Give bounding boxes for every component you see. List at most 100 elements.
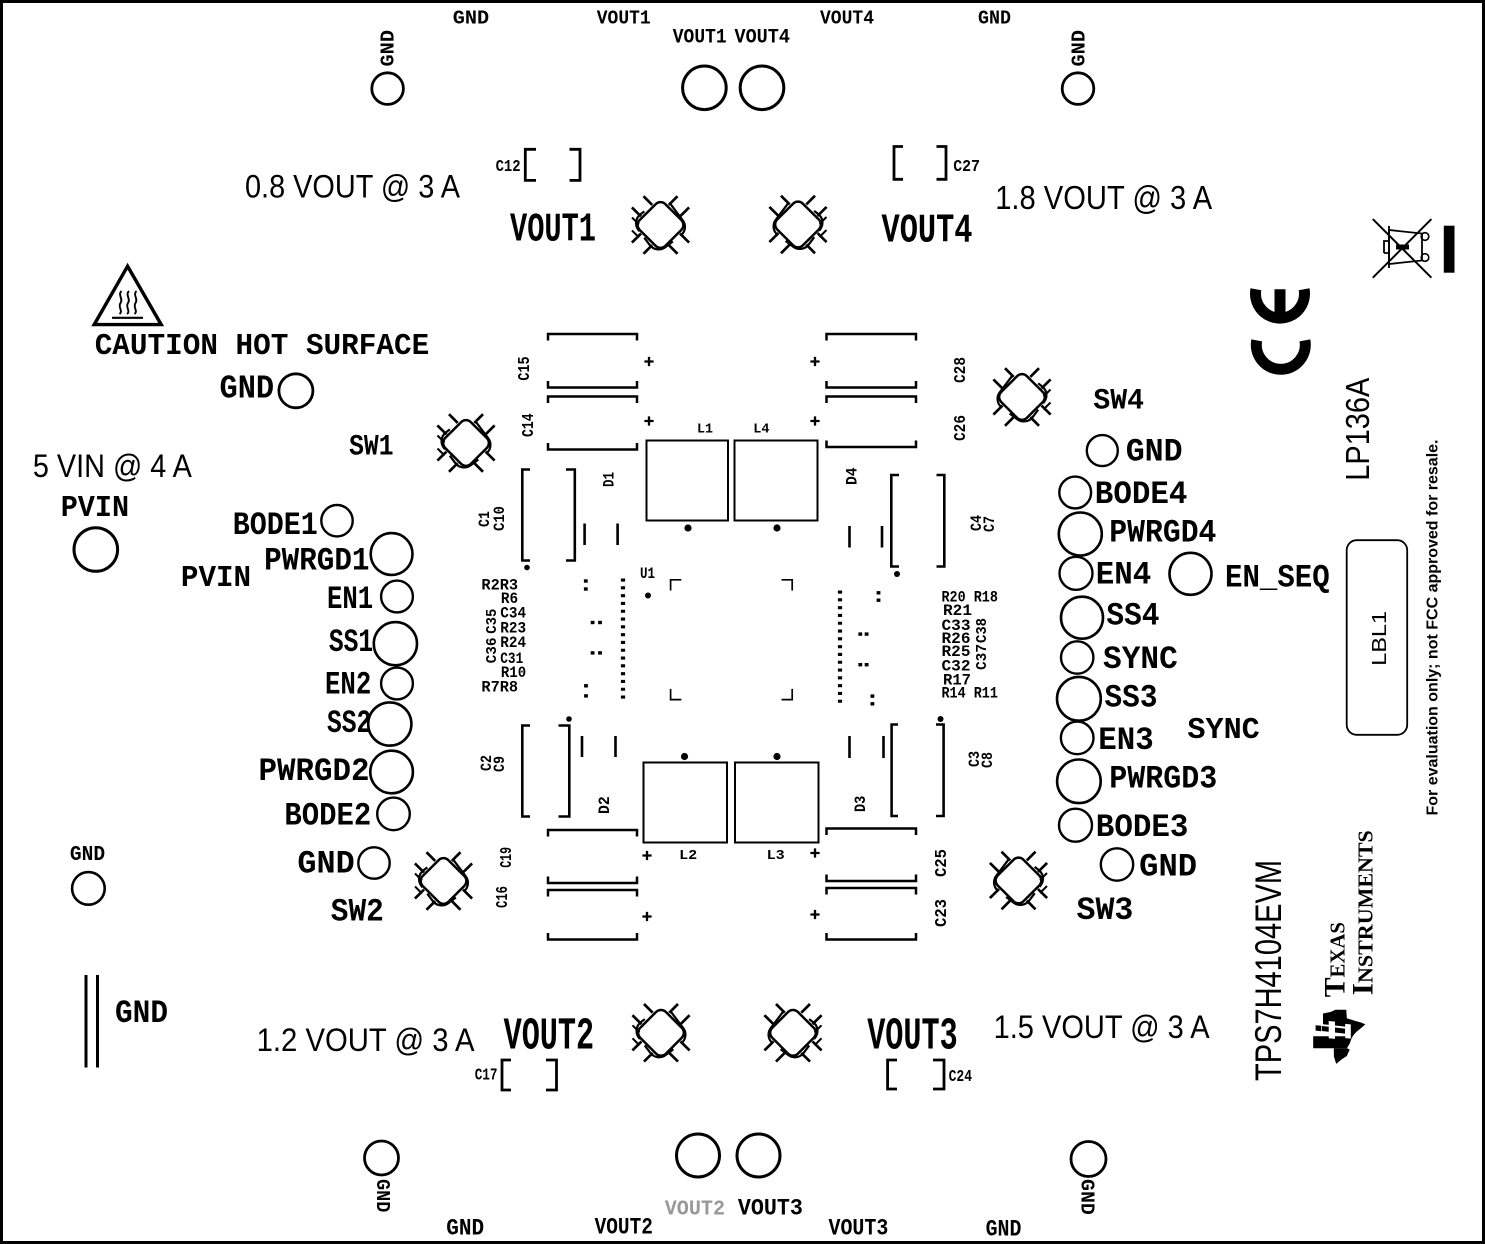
svg-text:C35: C35 xyxy=(484,609,501,634)
svg-text:L2: L2 xyxy=(679,848,697,864)
svg-text:VOUT1: VOUT1 xyxy=(597,8,651,30)
svg-text:SW2: SW2 xyxy=(331,894,384,931)
svg-text:C19: C19 xyxy=(498,847,517,868)
svg-text:SS2: SS2 xyxy=(327,705,371,742)
svg-text:CAUTION HOT SURFACE: CAUTION HOT SURFACE xyxy=(95,329,430,364)
svg-text:GND: GND xyxy=(1126,434,1183,471)
svg-text:5 VIN @ 4 A: 5 VIN @ 4 A xyxy=(33,448,193,484)
svg-text:PWRGD3: PWRGD3 xyxy=(1109,761,1217,798)
svg-text:LP136A: LP136A xyxy=(1339,378,1376,481)
svg-text:R24: R24 xyxy=(500,634,526,652)
svg-text:GND: GND xyxy=(453,8,489,30)
svg-text:C7: C7 xyxy=(981,516,999,532)
svg-text:VOUT4: VOUT4 xyxy=(820,8,874,30)
svg-text:For evaluation only; not FCC a: For evaluation only; not FCC approved fo… xyxy=(1425,440,1442,816)
svg-text:GND: GND xyxy=(220,371,275,408)
svg-text:C24: C24 xyxy=(949,1068,973,1087)
svg-text:SW3: SW3 xyxy=(1077,892,1134,929)
svg-text:PWRGD1: PWRGD1 xyxy=(264,542,369,579)
svg-text:C12: C12 xyxy=(496,158,521,177)
svg-text:BODE1: BODE1 xyxy=(233,507,318,544)
svg-text:C28: C28 xyxy=(952,357,971,383)
svg-text:C4: C4 xyxy=(968,515,986,531)
svg-text:C31: C31 xyxy=(500,650,523,668)
svg-text:C14: C14 xyxy=(520,413,539,437)
svg-text:SS4: SS4 xyxy=(1106,598,1159,635)
svg-text:GND: GND xyxy=(115,995,168,1032)
svg-text:SW1: SW1 xyxy=(349,431,393,465)
svg-text:BODE4: BODE4 xyxy=(1095,476,1188,513)
svg-text:SS3: SS3 xyxy=(1105,680,1158,717)
svg-text:GND: GND xyxy=(297,846,354,883)
svg-text:GND: GND xyxy=(1076,1179,1098,1215)
svg-text:R26: R26 xyxy=(942,630,971,648)
svg-text:GND: GND xyxy=(371,1179,393,1212)
svg-text:C2: C2 xyxy=(478,755,496,771)
svg-text:R2R3: R2R3 xyxy=(481,577,518,595)
svg-text:BODE3: BODE3 xyxy=(1096,809,1189,846)
svg-text:C37: C37 xyxy=(974,644,991,670)
svg-text:R10: R10 xyxy=(501,664,526,682)
svg-text:VOUT2: VOUT2 xyxy=(504,1012,594,1063)
svg-text:VOUT2: VOUT2 xyxy=(595,1215,653,1241)
svg-text:C10: C10 xyxy=(491,506,509,531)
svg-text:LBL1: LBL1 xyxy=(1369,611,1391,666)
svg-text:R25: R25 xyxy=(942,643,971,661)
svg-text:GND: GND xyxy=(1069,30,1091,67)
svg-text:GND: GND xyxy=(978,8,1011,30)
svg-text:C27: C27 xyxy=(953,158,980,177)
svg-text:R21: R21 xyxy=(943,602,972,620)
svg-text:R7R8: R7R8 xyxy=(481,679,518,697)
svg-text:EN2: EN2 xyxy=(325,666,371,703)
svg-text:PWRGD2: PWRGD2 xyxy=(259,753,370,790)
svg-text:EN3: EN3 xyxy=(1098,722,1154,759)
svg-text:L4: L4 xyxy=(753,421,769,437)
svg-text:GND: GND xyxy=(70,844,105,867)
svg-text:0.8 VOUT @ 3 A: 0.8 VOUT @ 3 A xyxy=(245,169,461,205)
svg-text:C16: C16 xyxy=(494,886,513,908)
svg-text:C3: C3 xyxy=(966,751,984,767)
svg-text:1.8 VOUT @ 3 A: 1.8 VOUT @ 3 A xyxy=(995,179,1212,216)
svg-text:VOUT1: VOUT1 xyxy=(510,208,596,254)
svg-text:C34: C34 xyxy=(500,605,526,623)
svg-text:VOUT3: VOUT3 xyxy=(738,1196,803,1222)
svg-text:SYNC: SYNC xyxy=(1103,641,1178,678)
svg-text:TPS7H4104EVM: TPS7H4104EVM xyxy=(1248,860,1289,1081)
svg-text:GND: GND xyxy=(986,1217,1022,1243)
svg-text:SW4: SW4 xyxy=(1093,385,1144,419)
svg-text:Instruments: Instruments xyxy=(1347,830,1380,995)
svg-text:Texas: Texas xyxy=(1319,922,1352,997)
svg-text:GND: GND xyxy=(446,1216,484,1242)
svg-text:GND: GND xyxy=(1139,849,1197,886)
svg-text:C17: C17 xyxy=(475,1067,498,1086)
svg-text:C15: C15 xyxy=(516,356,535,380)
svg-text:C8: C8 xyxy=(979,752,997,768)
svg-text:EN_SEQ: EN_SEQ xyxy=(1225,560,1330,597)
svg-text:1.5 VOUT @ 3 A: 1.5 VOUT @ 3 A xyxy=(994,1009,1211,1045)
svg-text:D1: D1 xyxy=(601,472,619,487)
svg-text:GND: GND xyxy=(378,30,400,67)
svg-text:SYNC: SYNC xyxy=(1187,713,1259,748)
svg-text:L1: L1 xyxy=(697,421,713,437)
svg-text:VOUT3: VOUT3 xyxy=(829,1216,889,1242)
svg-text:C26: C26 xyxy=(952,415,971,441)
svg-text:C38: C38 xyxy=(974,618,991,643)
svg-text:EN1: EN1 xyxy=(327,581,373,618)
svg-text:C33: C33 xyxy=(942,617,971,635)
svg-text:VOUT1: VOUT1 xyxy=(673,27,727,50)
svg-text:VOUT3: VOUT3 xyxy=(867,1012,958,1063)
svg-text:R20 R18: R20 R18 xyxy=(942,588,998,606)
svg-text:D2: D2 xyxy=(596,796,614,814)
svg-text:BODE2: BODE2 xyxy=(284,798,371,835)
svg-text:C9: C9 xyxy=(491,756,509,772)
svg-text:PVIN: PVIN xyxy=(181,561,251,596)
svg-text:SS1: SS1 xyxy=(329,624,373,661)
svg-text:D3: D3 xyxy=(852,796,870,812)
svg-text:L3: L3 xyxy=(767,848,785,864)
svg-text:PVIN: PVIN xyxy=(61,491,129,526)
svg-text:VOUT2: VOUT2 xyxy=(665,1199,725,1222)
svg-text:D4: D4 xyxy=(844,467,862,485)
svg-text:R17: R17 xyxy=(943,671,971,689)
svg-text:VOUT4: VOUT4 xyxy=(882,209,973,255)
svg-text:C32: C32 xyxy=(942,657,971,675)
